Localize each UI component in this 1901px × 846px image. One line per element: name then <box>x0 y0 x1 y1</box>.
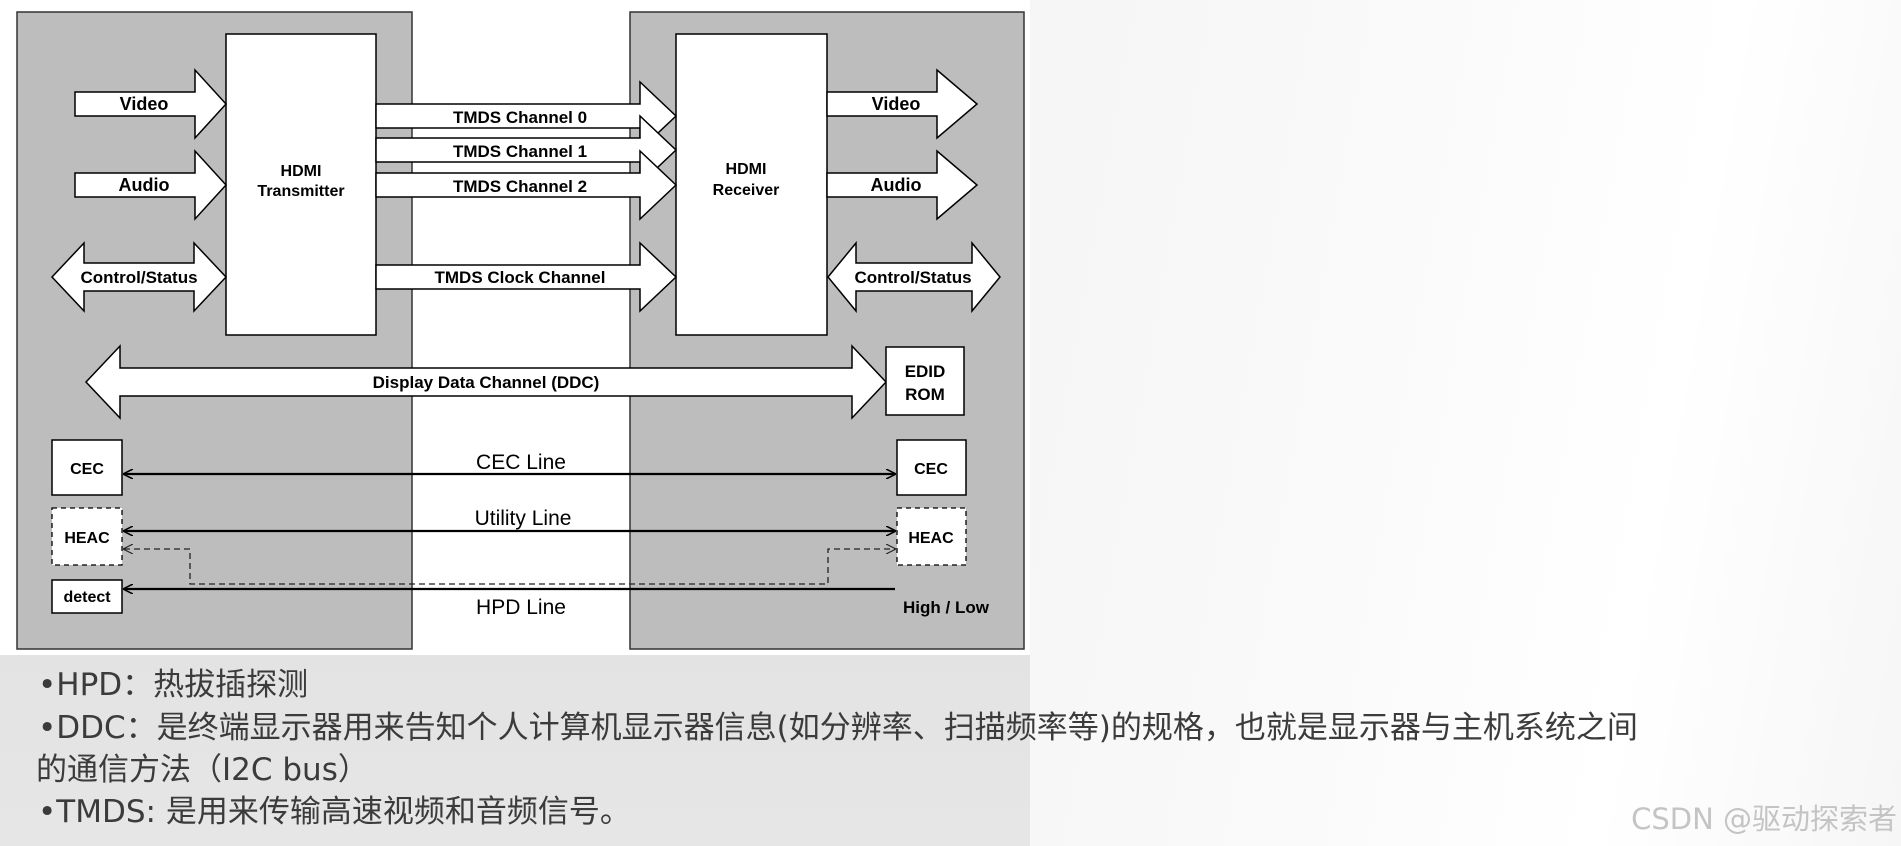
heac-left-label: HEAC <box>64 530 110 547</box>
hpd-line-label: HPD Line <box>476 596 566 619</box>
transmitter-label-line2: Transmitter <box>257 183 344 200</box>
receiver-label-line1: HDMI <box>726 161 767 178</box>
note-hpd: •HPD：热拔插探测 <box>38 667 309 703</box>
audio-out-label: Audio <box>871 175 922 195</box>
control-status-right-arrow <box>827 240 1001 314</box>
control-status-right-label: Control/Status <box>854 268 971 287</box>
detect-box <box>51 579 123 614</box>
audio-out-arrow <box>826 149 979 221</box>
video-in-label: Video <box>120 94 169 114</box>
video-out-label: Video <box>872 94 921 114</box>
tmds-clock-label: TMDS Clock Channel <box>435 268 606 287</box>
cec-left-box <box>51 439 123 496</box>
edid-rom-box <box>885 346 965 416</box>
cec-right-box <box>896 439 967 496</box>
ddc-label: Display Data Channel (DDC) <box>373 373 600 392</box>
tmds-channel-1-label: TMDS Channel 1 <box>453 142 587 161</box>
tmds-channel-2-arrow <box>375 149 678 221</box>
control-status-left-arrow <box>50 241 228 313</box>
tmds-clock-arrow <box>375 241 678 313</box>
video-out-arrow <box>826 68 979 140</box>
heac-right-box <box>896 507 967 566</box>
csdn-watermark: CSDN @驱动探索者 <box>1631 802 1897 836</box>
receiver-label-line2: Receiver <box>713 182 780 199</box>
high-low-label: High / Low <box>903 598 990 617</box>
heac-dashed-path <box>124 549 895 585</box>
note-ddc: •DDC：是终端显示器用来告知个人计算机显示器信息(如分辨率、扫描频率等)的规格… <box>38 710 1638 746</box>
cec-right-label: CEC <box>914 461 948 478</box>
control-status-left-label: Control/Status <box>80 268 197 287</box>
detect-label: detect <box>63 589 111 606</box>
utility-line-label: Utility Line <box>475 507 572 530</box>
transmitter-label-line1: HDMI <box>281 163 322 180</box>
hdmi-transmitter-box <box>225 33 377 336</box>
audio-in-arrow <box>74 149 228 221</box>
cec-line-label: CEC Line <box>476 451 566 474</box>
edid-label-line1: EDID <box>905 362 946 381</box>
tmds-channel-0-label: TMDS Channel 0 <box>453 108 587 127</box>
hdmi-block-diagram: HDMI Transmitter HDMI Receiver Video Aud… <box>0 0 1030 655</box>
edid-label-line2: ROM <box>905 385 945 404</box>
notes-background <box>0 655 1030 846</box>
tmds-channel-2-label: TMDS Channel 2 <box>453 177 587 196</box>
hdmi-receiver-box <box>675 33 828 336</box>
note-tmds: •TMDS: 是用来传输高速视频和音频信号。 <box>38 794 631 830</box>
video-in-arrow <box>74 68 228 140</box>
note-ddc-continued: 的通信方法（I2C bus） <box>36 752 369 788</box>
cec-left-label: CEC <box>70 461 104 478</box>
audio-in-label: Audio <box>119 175 170 195</box>
heac-right-label: HEAC <box>908 530 954 547</box>
heac-left-box <box>51 507 123 566</box>
